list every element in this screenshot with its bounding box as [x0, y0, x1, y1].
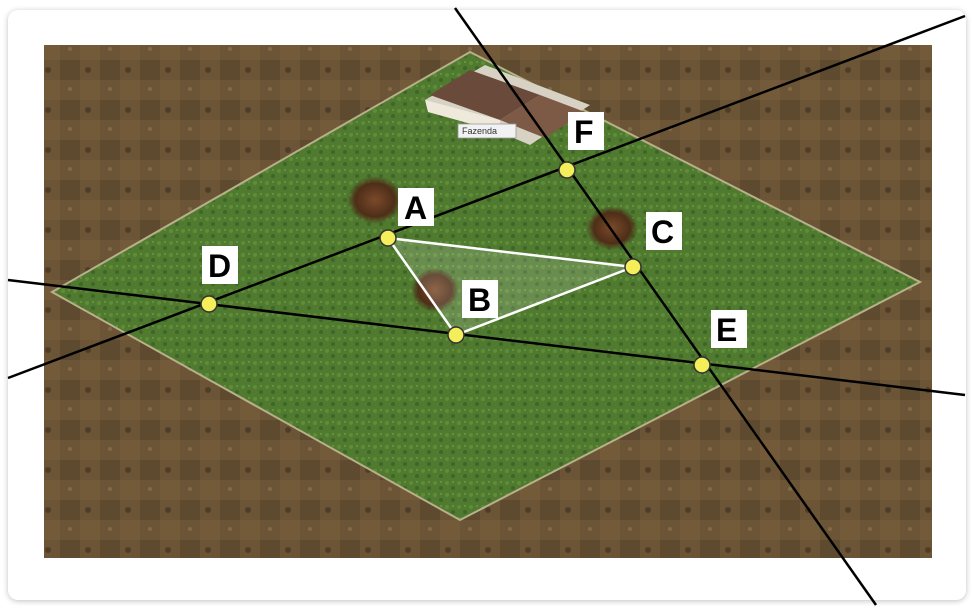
point-d [200, 295, 218, 313]
point-f [558, 161, 576, 179]
point-label-e: E [716, 312, 737, 348]
triangle-abc [385, 236, 634, 337]
point-c [624, 258, 642, 276]
point-label-b: B [468, 282, 491, 318]
farmhouse-building: Fazenda [425, 65, 590, 145]
label-box-c [646, 212, 682, 250]
label-box-f [568, 112, 604, 150]
label-box-a [398, 188, 434, 226]
point-label-f: F [574, 114, 594, 150]
farmhouse-label: Fazenda [462, 126, 497, 136]
line-af [7, 14, 966, 380]
bush [411, 268, 459, 312]
bush [586, 206, 638, 250]
label-box-e [711, 310, 747, 348]
line-ce [453, 7, 878, 606]
point-label-c: C [651, 214, 674, 250]
label-box-d [202, 246, 238, 284]
point-a [379, 229, 397, 247]
point-b [447, 326, 465, 344]
bush [347, 176, 403, 224]
point-e [693, 356, 711, 374]
label-box-b [462, 280, 498, 318]
point-label-d: D [208, 248, 231, 284]
line-de [7, 278, 966, 397]
point-label-a: A [404, 190, 427, 226]
